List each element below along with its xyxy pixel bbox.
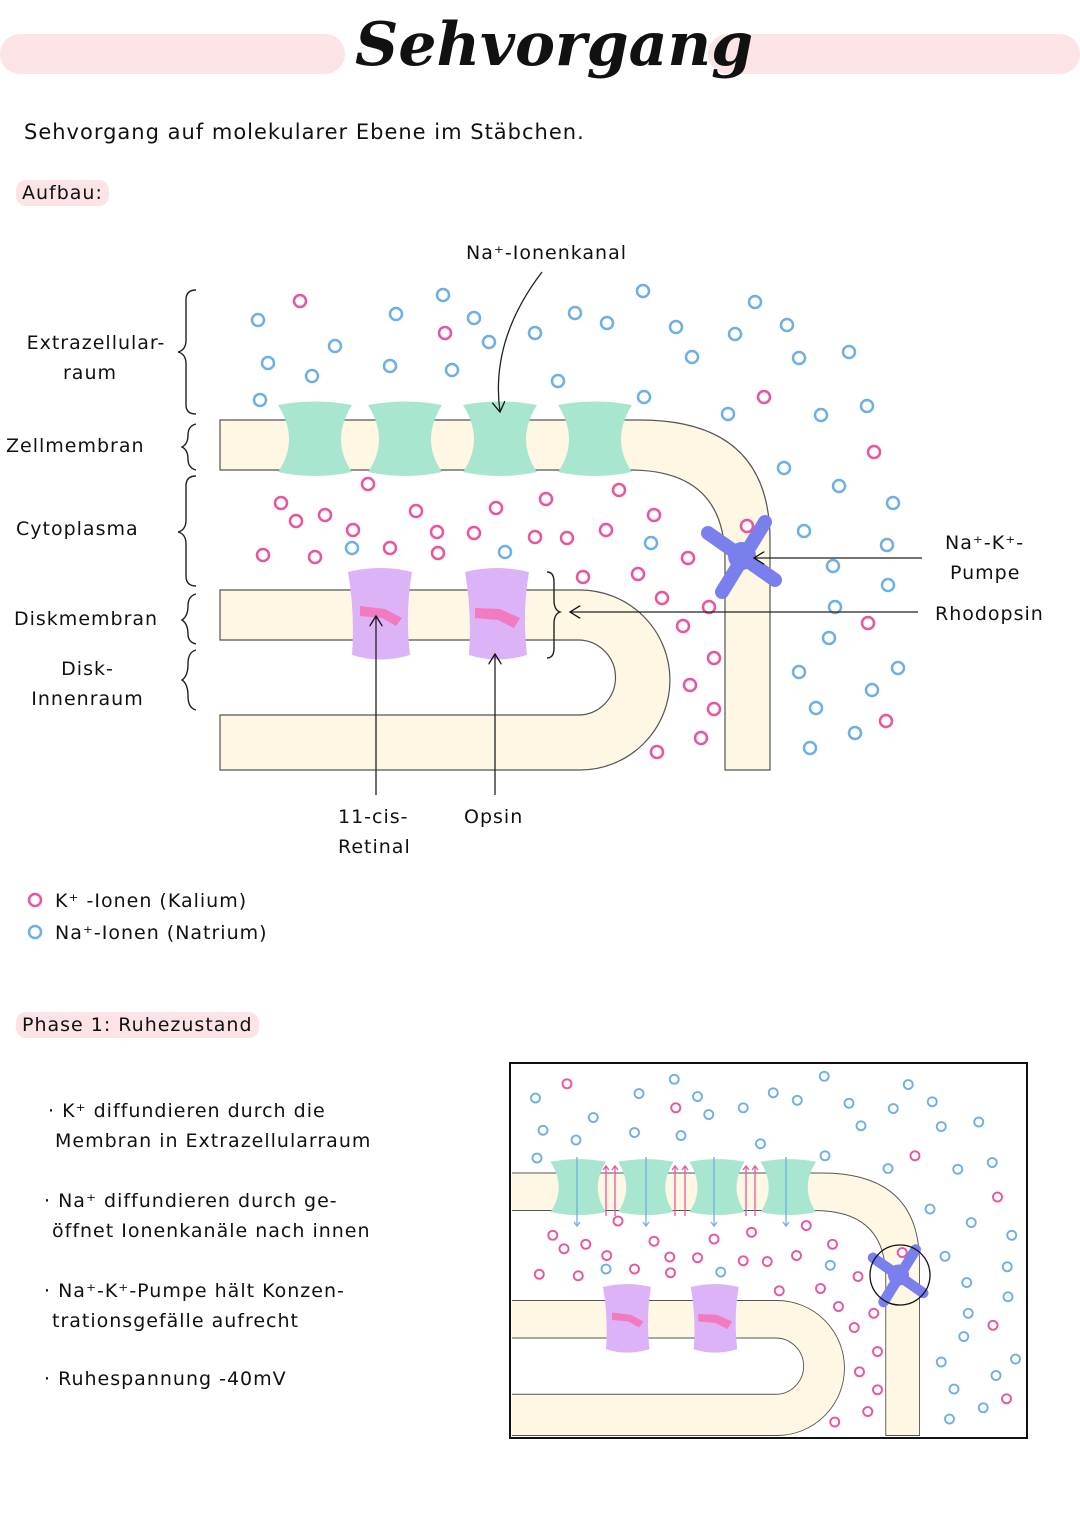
legend-markers xyxy=(27,892,43,940)
phase1-diagram xyxy=(509,1062,1028,1439)
label-cytoplasma: Cytoplasma xyxy=(16,518,139,540)
annotation-arrows xyxy=(376,271,922,795)
page-title: Sehvorgang xyxy=(355,10,754,80)
legend-sodium: Na⁺-Ionen (Natrium) xyxy=(55,922,268,944)
subtitle: Sehvorgang auf molekularer Ebene im Stäb… xyxy=(24,120,585,144)
bullet-4: · Ruhespannung -40mV xyxy=(44,1368,287,1390)
label-pumpe-2: Pumpe xyxy=(950,562,1021,584)
title-bar-right xyxy=(708,34,1080,74)
phase1-heading: Phase 1: Ruhezustand xyxy=(16,1012,259,1038)
label-pumpe: Na⁺-K⁺- xyxy=(945,532,1025,554)
bullet-text: Na⁺-K⁺-Pumpe hält Konzen- xyxy=(58,1280,345,1302)
bullet-2-line-1: · Na⁺ diffundieren durch ge- xyxy=(44,1190,338,1212)
bullet-3-line-1: · Na⁺-K⁺-Pumpe hält Konzen- xyxy=(44,1280,345,1302)
main-diagram xyxy=(220,285,904,770)
title-bar-left xyxy=(0,34,345,74)
label-ionenkanal: Na⁺-Ionenkanal xyxy=(466,242,628,264)
label-disk-2: Innenraum xyxy=(31,688,144,710)
bullet-text: Ruhespannung -40mV xyxy=(58,1368,287,1390)
bullet-3-line-2: trationsgefälle aufrecht xyxy=(52,1310,299,1332)
label-retinal-2: Retinal xyxy=(338,836,411,858)
section-aufbau: Aufbau: xyxy=(16,180,109,206)
bullet-2-line-2: öffnet Ionenkanäle nach innen xyxy=(52,1220,371,1242)
bullet-text: K⁺ diffundieren durch die xyxy=(62,1100,326,1122)
label-rhodopsin: Rhodopsin xyxy=(935,603,1044,625)
label-retinal: 11-cis- xyxy=(338,806,409,828)
legend-potassium: K⁺ -Ionen (Kalium) xyxy=(55,890,248,912)
label-extrazellular-2: raum xyxy=(62,362,117,384)
bullet-1-line-2: Membran in Extrazellularraum xyxy=(55,1130,372,1152)
braces xyxy=(177,289,563,711)
label-diskmembran: Diskmembran xyxy=(14,608,159,630)
label-extrazellular: Extrazellular- xyxy=(26,332,166,354)
label-opsin: Opsin xyxy=(464,806,524,828)
bullet-1-line-1: · K⁺ diffundieren durch die xyxy=(48,1100,326,1122)
label-disk: Disk- xyxy=(61,658,114,680)
label-zellmembran: Zellmembran xyxy=(6,435,145,457)
bullet-text: Na⁺ diffundieren durch ge- xyxy=(58,1190,338,1212)
